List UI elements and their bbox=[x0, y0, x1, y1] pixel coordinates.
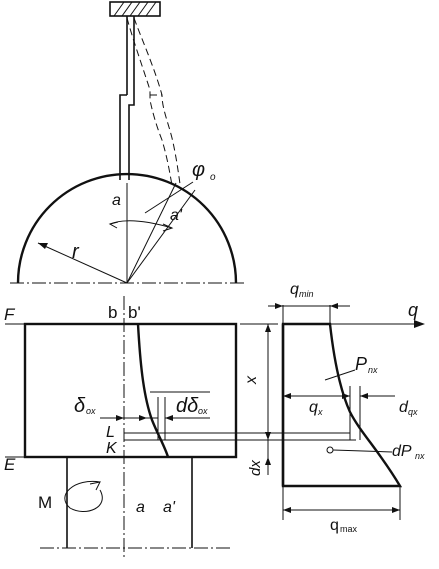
top-fixture bbox=[109, 1, 161, 17]
label-F: F bbox=[4, 305, 16, 324]
label-q: q bbox=[408, 300, 418, 320]
label-delta-sub: ox bbox=[86, 406, 96, 416]
label-a-top: a bbox=[112, 192, 121, 209]
label-K-visible: K bbox=[106, 440, 118, 457]
label-dx: dx bbox=[247, 460, 264, 476]
delta-dimensions bbox=[100, 391, 210, 440]
bottom-shaft bbox=[40, 457, 230, 549]
radius-r bbox=[37, 242, 128, 284]
label-dP-sub: nx bbox=[415, 451, 425, 461]
label-P-sub: nx bbox=[368, 365, 378, 375]
lk-lines bbox=[124, 432, 356, 441]
angle-lines bbox=[108, 181, 196, 284]
label-P: P bbox=[355, 354, 367, 374]
label-L: L bbox=[106, 424, 115, 441]
cylinder-section bbox=[5, 322, 238, 459]
label-qmax-sub: max bbox=[340, 524, 358, 534]
twisted-generatrix bbox=[136, 323, 170, 458]
label-dP: dP bbox=[392, 443, 412, 460]
label-b: b bbox=[108, 303, 117, 322]
label-x: x bbox=[243, 375, 260, 385]
shaft bbox=[119, 16, 135, 180]
label-dqx: d bbox=[399, 399, 409, 416]
x-dimension bbox=[240, 323, 278, 475]
label-qmin: q bbox=[290, 281, 299, 298]
label-phi: φ bbox=[192, 159, 205, 181]
label-b-prime: b' bbox=[128, 303, 141, 322]
deformed-shaft bbox=[126, 17, 181, 186]
label-qmax: q bbox=[330, 517, 339, 534]
label-phi-sub: o bbox=[210, 172, 216, 183]
label-d-delta: dδ bbox=[176, 395, 199, 417]
label-a-prime-bottom: a' bbox=[163, 499, 176, 516]
label-a-bottom: a bbox=[136, 499, 145, 516]
label-delta: δ bbox=[74, 395, 86, 417]
pressure-diagram bbox=[268, 303, 425, 520]
label-r: r bbox=[72, 241, 80, 263]
label-qx-sub: x bbox=[317, 407, 323, 417]
label-dqx-sub: qx bbox=[408, 407, 418, 417]
label-qmin-sub: min bbox=[299, 289, 314, 299]
label-d-delta-sub: ox bbox=[198, 406, 208, 416]
label-qx: q bbox=[309, 399, 318, 416]
label-M: M bbox=[38, 493, 52, 512]
label-a-prime-top: a' bbox=[170, 207, 183, 224]
label-E: E bbox=[4, 455, 16, 474]
